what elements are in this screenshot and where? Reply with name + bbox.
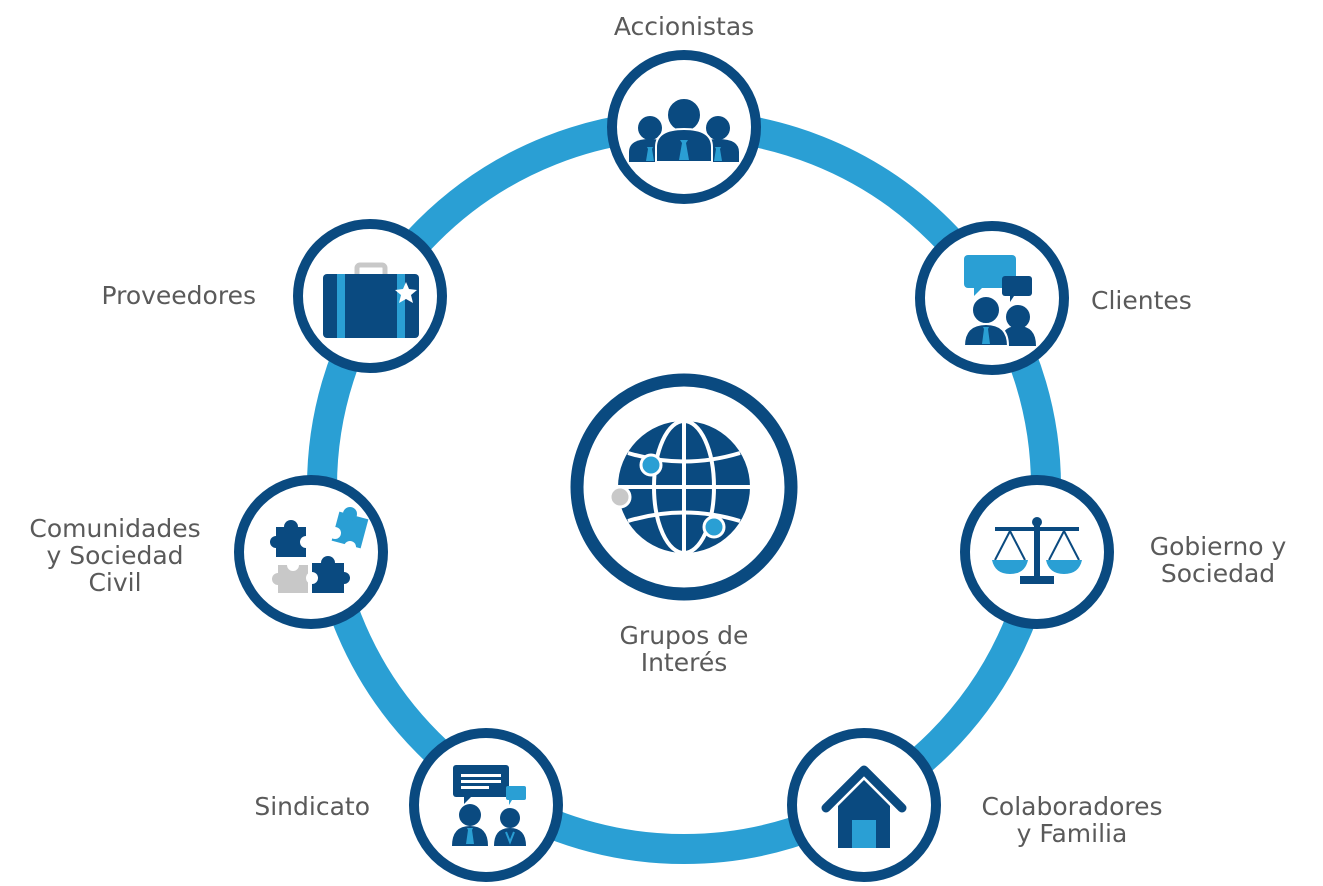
node-gobierno xyxy=(960,475,1114,629)
label-sindicato: Sindicato xyxy=(254,792,370,821)
label-clientes: Clientes xyxy=(1091,286,1192,315)
node-comunidades xyxy=(234,475,388,629)
node-accionistas xyxy=(607,50,761,204)
scales-icon xyxy=(992,517,1082,584)
label-proveedores: Proveedores xyxy=(101,281,256,310)
house-icon xyxy=(821,765,907,848)
node-sindicato xyxy=(409,728,563,882)
center-label: Grupos de Interés xyxy=(619,621,749,677)
label-comunidades: Comunidades y Sociedad Civil xyxy=(29,514,201,597)
meeting-chat-icon xyxy=(452,765,526,846)
center-node xyxy=(570,373,798,601)
node-clientes xyxy=(915,221,1069,375)
puzzle-icon xyxy=(270,507,369,593)
node-colaboradores xyxy=(787,728,941,882)
node-proveedores xyxy=(293,219,447,373)
label-colaboradores: Colaboradores y Familia xyxy=(981,792,1163,848)
people-group-icon xyxy=(629,97,739,163)
globe-icon xyxy=(608,419,750,555)
customer-chat-icon xyxy=(962,255,1036,347)
suitcase-icon xyxy=(323,262,419,338)
label-accionistas: Accionistas xyxy=(613,12,755,41)
label-gobierno: Gobierno y Sociedad xyxy=(1149,532,1287,588)
